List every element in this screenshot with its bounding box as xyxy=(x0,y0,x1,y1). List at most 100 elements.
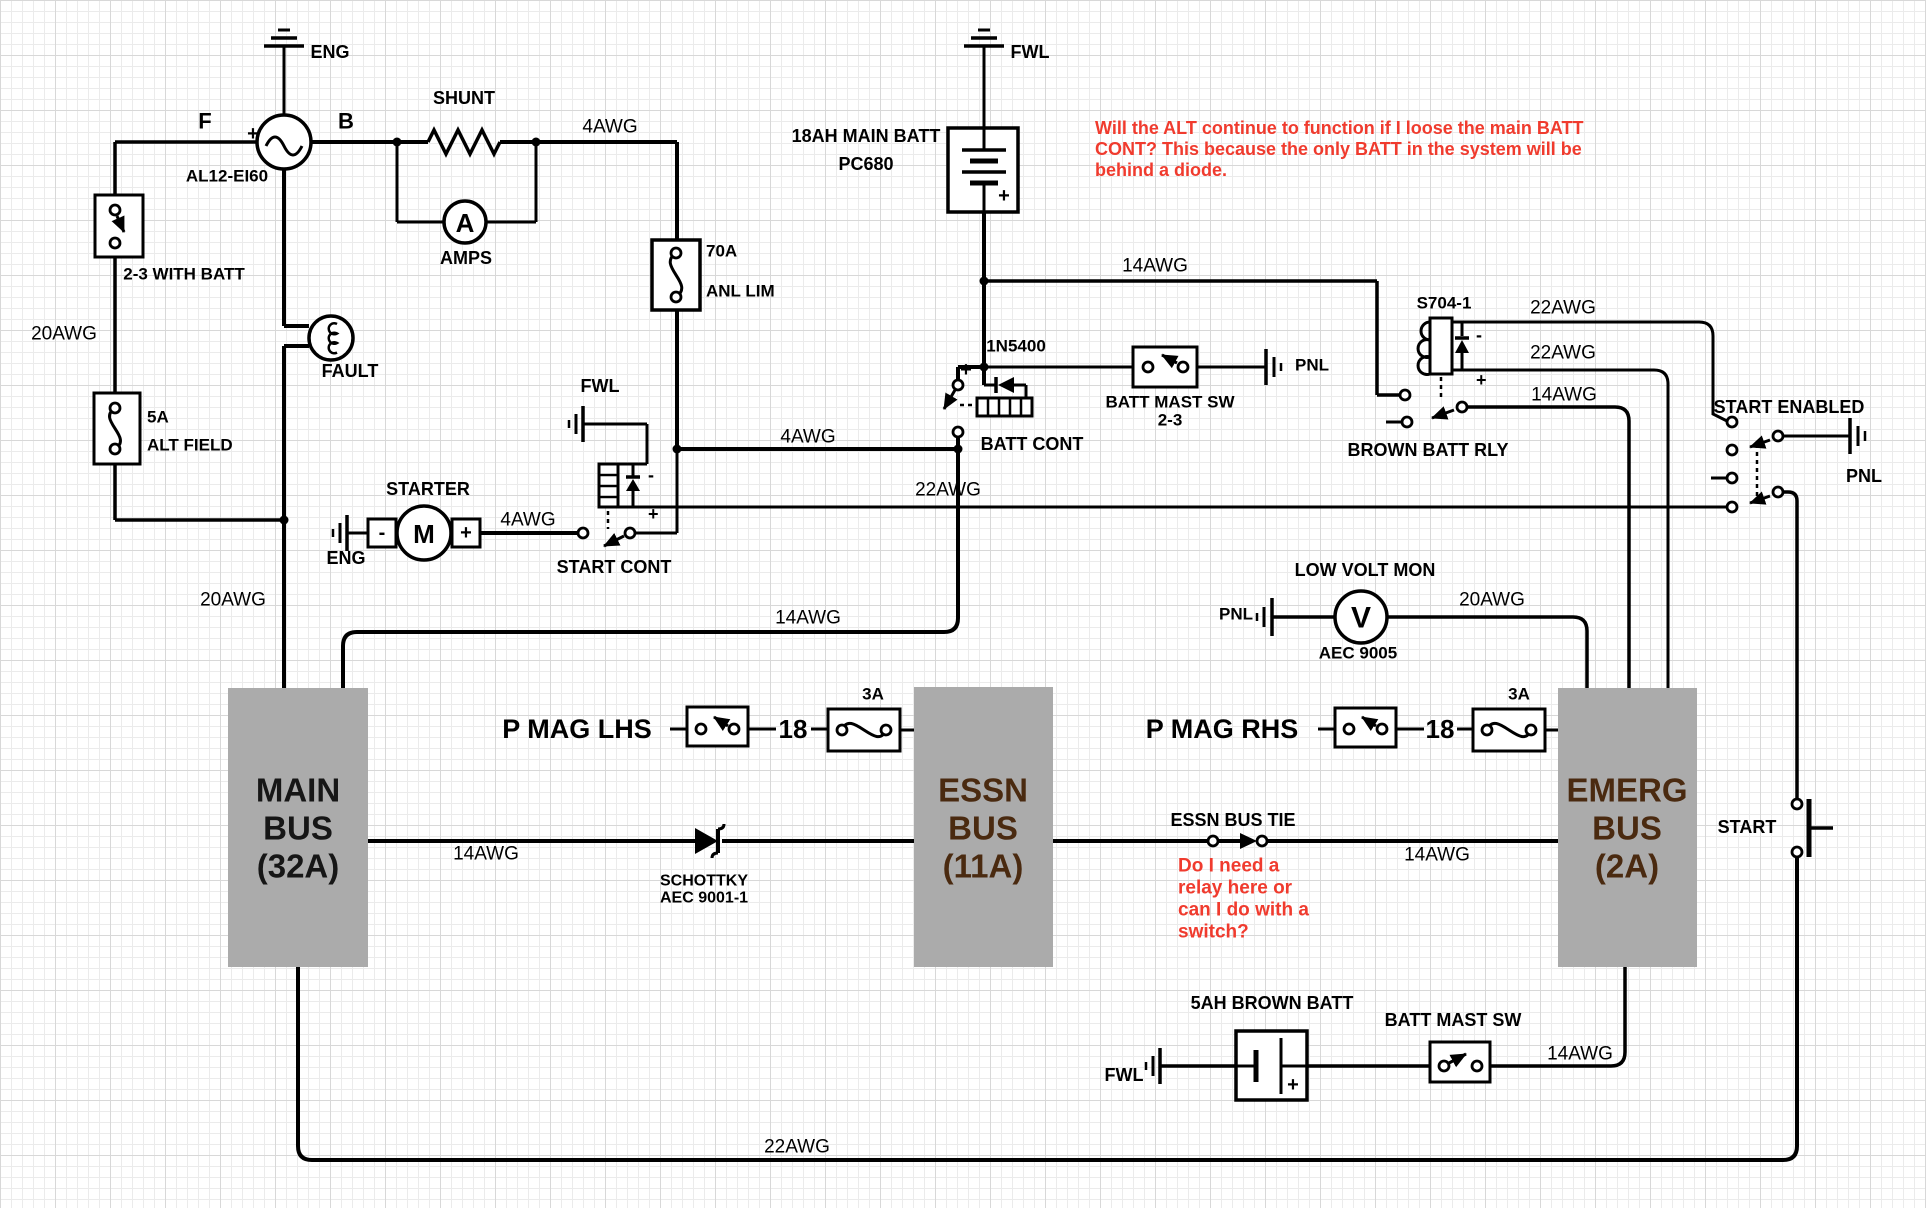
wire-gauge-label: 20AWG xyxy=(1459,590,1525,611)
amps-label: AMPS xyxy=(440,248,492,268)
main-bus-label: (32A) xyxy=(257,848,340,885)
main-battery-label: 18AH MAIN BATT xyxy=(792,126,941,146)
essn-bus[interactable]: ESSN BUS (11A) xyxy=(914,687,1053,967)
batt-cont-label: BATT CONT xyxy=(981,434,1084,454)
alt-field-switch-label: 2-3 WITH BATT xyxy=(123,265,245,284)
fwl-ground-label: FWL xyxy=(581,376,620,396)
diode-1n5400-label: 1N5400 xyxy=(986,337,1046,356)
alt-f-terminal: F xyxy=(198,109,211,134)
fault-lamp[interactable] xyxy=(307,314,355,362)
alt-field-fuse-label: ALT FIELD xyxy=(147,436,233,455)
alt-field-switch[interactable] xyxy=(93,193,145,259)
voltmeter[interactable]: V xyxy=(1333,589,1389,645)
low-volt-mon-label: LOW VOLT MON xyxy=(1295,560,1436,580)
schottky-label: SCHOTTKY xyxy=(660,873,748,890)
start-button[interactable] xyxy=(1790,797,1833,859)
tie-question-annotation: Do I need a relay here or can I do with … xyxy=(1178,856,1309,943)
batt-mast-switch-bottom-label: BATT MAST SW xyxy=(1385,1010,1522,1030)
main-battery-plus: + xyxy=(998,185,1010,207)
fwl-ground-label: FWL xyxy=(1105,1065,1144,1085)
batt-mast-switch-pos: 2-3 xyxy=(1158,411,1183,430)
wire-gauge-label: 20AWG xyxy=(200,590,266,611)
fault-lamp-label: FAULT xyxy=(322,361,379,381)
pmag-lhs-label: P MAG LHS xyxy=(502,714,652,744)
anl-fuse-rating: 70A xyxy=(706,242,737,261)
brown-batt-relay[interactable] xyxy=(1398,316,1469,429)
pmag-rhs-switch[interactable] xyxy=(1333,706,1398,749)
essn-bus-label: (11A) xyxy=(943,848,1024,885)
emerg-bus[interactable]: EMERG BUS (2A) xyxy=(1558,688,1697,967)
start-button-label: START xyxy=(1718,817,1777,837)
main-bus[interactable]: MAIN BUS (32A) xyxy=(228,688,368,967)
wire-gauge-label: 14AWG xyxy=(775,608,841,629)
anl-fuse-label: ANL LIM xyxy=(706,282,775,301)
wire-gauge-label: 4AWG xyxy=(780,427,835,448)
eng-ground-starter-icon xyxy=(331,515,349,551)
starter-plus: + xyxy=(460,522,472,544)
pnl-ground-battmast-icon xyxy=(1264,349,1283,385)
fwl-ground-top-icon xyxy=(964,28,1004,48)
startcont-minus-sign: - xyxy=(648,465,654,485)
brown-battery[interactable] xyxy=(1234,1029,1309,1102)
essn-bus-tie-label: ESSN BUS TIE xyxy=(1170,810,1295,830)
emerg-bus-label: (2A) xyxy=(1595,848,1659,885)
pnl-ground-label: PNL xyxy=(1295,356,1329,375)
starter-motor[interactable]: M - + xyxy=(366,504,482,562)
essn-bus-tie[interactable] xyxy=(1206,833,1269,849)
essn-bus-label: ESSN xyxy=(938,772,1028,809)
wire-gauge-label: 20AWG xyxy=(31,324,97,345)
fwl-ground-brownbatt-icon xyxy=(1144,1048,1162,1084)
alternator[interactable] xyxy=(255,113,313,171)
emerg-bus-label: EMERG xyxy=(1566,772,1687,809)
pmag-rhs-fuse[interactable] xyxy=(1471,707,1547,753)
batt-mast-switch-label: BATT MAST SW xyxy=(1105,393,1235,412)
pnl-ground-lowvolt-icon xyxy=(1255,598,1274,636)
main-bus-label: BUS xyxy=(263,810,333,847)
pmag-lhs-fuse[interactable] xyxy=(826,707,902,753)
batt-mast-switch[interactable] xyxy=(1131,345,1199,389)
batt-mast-switch-bottom[interactable] xyxy=(1428,1040,1492,1084)
fuse-3a-rating: 3A xyxy=(862,685,884,704)
pmag-rhs-label: P MAG RHS xyxy=(1146,714,1299,744)
annotation-line: CONT? This because the only BATT in the … xyxy=(1095,139,1582,159)
junction-dots xyxy=(279,137,989,525)
relay-minus-sign: - xyxy=(1476,325,1482,345)
annotation-line: relay here or xyxy=(1178,878,1293,899)
essn-bus-label: BUS xyxy=(948,810,1018,847)
emerg-bus-label: BUS xyxy=(1592,810,1662,847)
wire-gauge-label: 4AWG xyxy=(582,117,637,138)
pnl-ground-startenabled-icon xyxy=(1848,418,1867,454)
wire-gauge-label: 4AWG xyxy=(500,510,555,531)
ammeter[interactable]: A xyxy=(442,199,488,245)
pmag-lhs-switch[interactable] xyxy=(685,705,750,748)
brown-battery-label: 5AH BROWN BATT xyxy=(1191,993,1354,1013)
annotation-line: Do I need a xyxy=(1178,856,1280,877)
eng-ground-top-label: ENG xyxy=(310,42,349,62)
schottky-model-label: AEC 9001-1 xyxy=(660,890,748,907)
alt-model-label: AL12-EI60 xyxy=(186,167,268,186)
starter-minus: - xyxy=(379,522,386,544)
brown-batt-relay-label: BROWN BATT RLY xyxy=(1348,440,1509,460)
start-cont-relay[interactable] xyxy=(576,462,640,548)
startcont-plus-sign: + xyxy=(648,504,659,524)
wire-gauge-label: 14AWG xyxy=(1404,845,1470,866)
annotation-line: Will the ALT continue to function if I l… xyxy=(1095,118,1583,138)
schottky-diode[interactable] xyxy=(695,828,718,854)
starter-glyph: M xyxy=(413,519,435,549)
anl-limiter-fuse[interactable] xyxy=(650,238,702,312)
voltmeter-model-label: AEC 9005 xyxy=(1319,644,1397,663)
main-battery[interactable] xyxy=(946,126,1020,214)
fuse-3a-rating: 3A xyxy=(1508,685,1530,704)
batt-cont-contactor[interactable] xyxy=(942,377,1034,439)
pnl-ground-label: PNL xyxy=(1219,605,1253,624)
fwl-ground-startcont-icon xyxy=(567,406,585,442)
wire-gauge-label: 14AWG xyxy=(1547,1044,1613,1065)
ammeter-glyph: A xyxy=(456,208,475,238)
wire-gauge-label: 14AWG xyxy=(453,844,519,865)
start-enabled-switch[interactable] xyxy=(1725,415,1785,514)
wire-gauge-label: 14AWG xyxy=(1531,385,1597,406)
alt-field-fuse[interactable] xyxy=(92,391,142,466)
wires xyxy=(113,46,1850,1162)
wire-gauge-label: 22AWG xyxy=(1530,343,1596,364)
